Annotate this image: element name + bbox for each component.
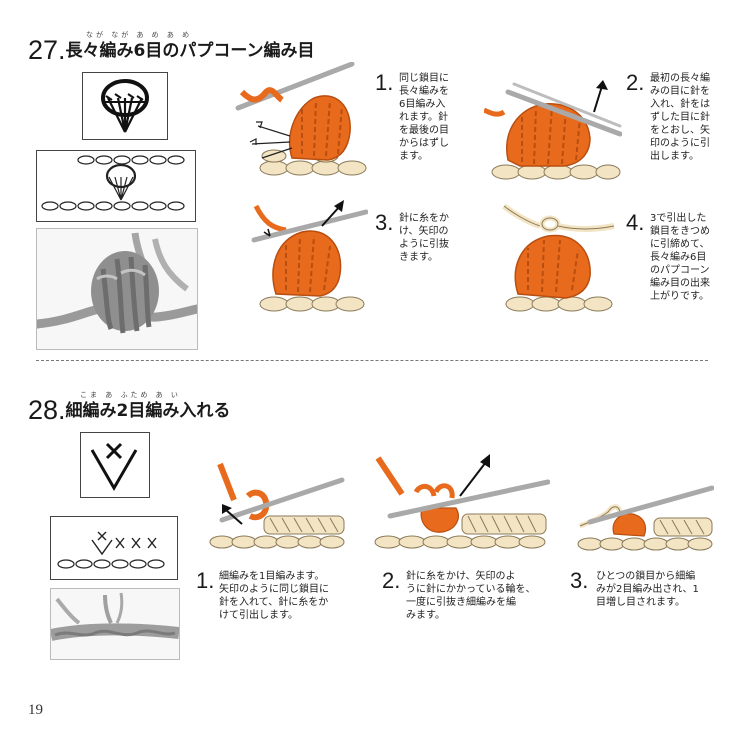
section-27-title: 27.長々編み6目のパプコーン編み目: [28, 36, 315, 65]
popcorn-step2-illustration: [484, 72, 622, 188]
section-28-step-1-text: 細編みを1目編みます。 矢印のように同じ鎖目に 針を入れて、針に糸をか けて引出…: [219, 571, 329, 621]
section-27-step-2-number: 2.: [626, 70, 645, 95]
increase-symbol-icon: [80, 432, 150, 498]
section-28-step-2-number: 2.: [382, 568, 401, 593]
section-28-number: 28.: [28, 395, 66, 425]
section-28-title: 28.細編み2目編み入れる: [28, 396, 230, 425]
increase-step1-illustration: [208, 460, 346, 556]
section-27-step-4-number: 4.: [626, 210, 645, 235]
popcorn-chart-diagram: [36, 150, 196, 222]
section-27-title-text: 長々編み6目のパプコーン編み目: [65, 41, 315, 61]
section-27-ruby: なが なが あ め あ め: [86, 31, 193, 39]
section-27-step-3-number: 3.: [375, 210, 394, 235]
popcorn-step4-illustration: [498, 200, 618, 318]
section-28-step-3-text: ひとつの鎖目から細編 みが2目編み出され、1 目増し目されます。: [596, 571, 699, 608]
increase-step3-illustration: [576, 482, 714, 558]
section-27-step-3-text: 針に糸をか け、矢印の ように引抜 きます。: [399, 213, 449, 263]
section-28-step-1-number: 1.: [196, 568, 215, 593]
section-28-ruby: こま あ ふため あ い: [80, 391, 181, 399]
popcorn-symbol-icon: [82, 72, 168, 140]
increase-photo: [50, 588, 180, 660]
section-27-number: 27.: [28, 35, 66, 65]
increase-step2-illustration: [372, 452, 550, 556]
section-27-step-2-text: 最初の長々編 みの目に針を 入れ、針をは ずした目に針 をとおし、矢 印のように…: [650, 73, 711, 162]
popcorn-step1-illustration: [232, 62, 372, 184]
section-28-step-2-text: 針に糸をかけ、矢印のよ うに針にかかっている輪を、 一度に引抜き細編みを編 みま…: [406, 571, 536, 621]
section-divider: [36, 360, 708, 361]
section-28-title-text: 細編み2目編み入れる: [65, 401, 231, 421]
section-27-step-4-text: 3で引出した 鎖目をきつめ に引締めて、 長々編み6目 のパプコーン 編み目の出…: [650, 213, 710, 302]
popcorn-step3-illustration: [250, 196, 368, 318]
increase-chart-diagram: [50, 516, 178, 580]
popcorn-photo: [36, 228, 198, 350]
section-27-step-1-number: 1.: [375, 70, 394, 95]
section-27-step-1-text: 同じ鎖目に 長々編みを 6目編み入 れます。針 を最後の目 からはずし ます。: [399, 73, 449, 162]
section-28-step-3-number: 3.: [570, 568, 589, 593]
page-number: 19: [28, 702, 43, 718]
